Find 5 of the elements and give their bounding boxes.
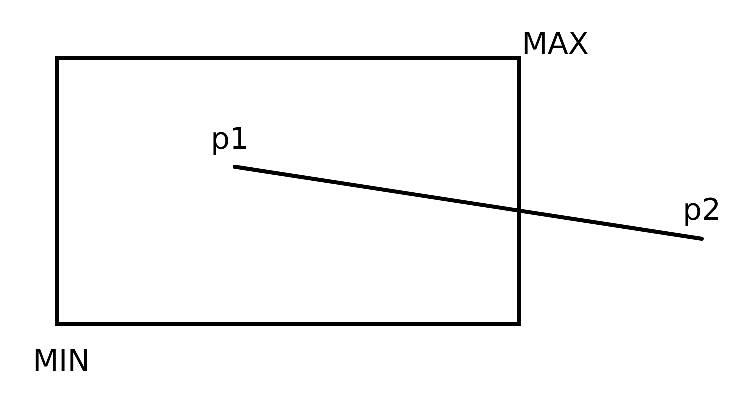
corner-label: MAX [522,27,589,63]
line-segment [233,165,704,241]
point-label: p2 [683,193,722,229]
point-label: p1 [211,122,250,158]
corner-label: MIN [33,344,90,380]
